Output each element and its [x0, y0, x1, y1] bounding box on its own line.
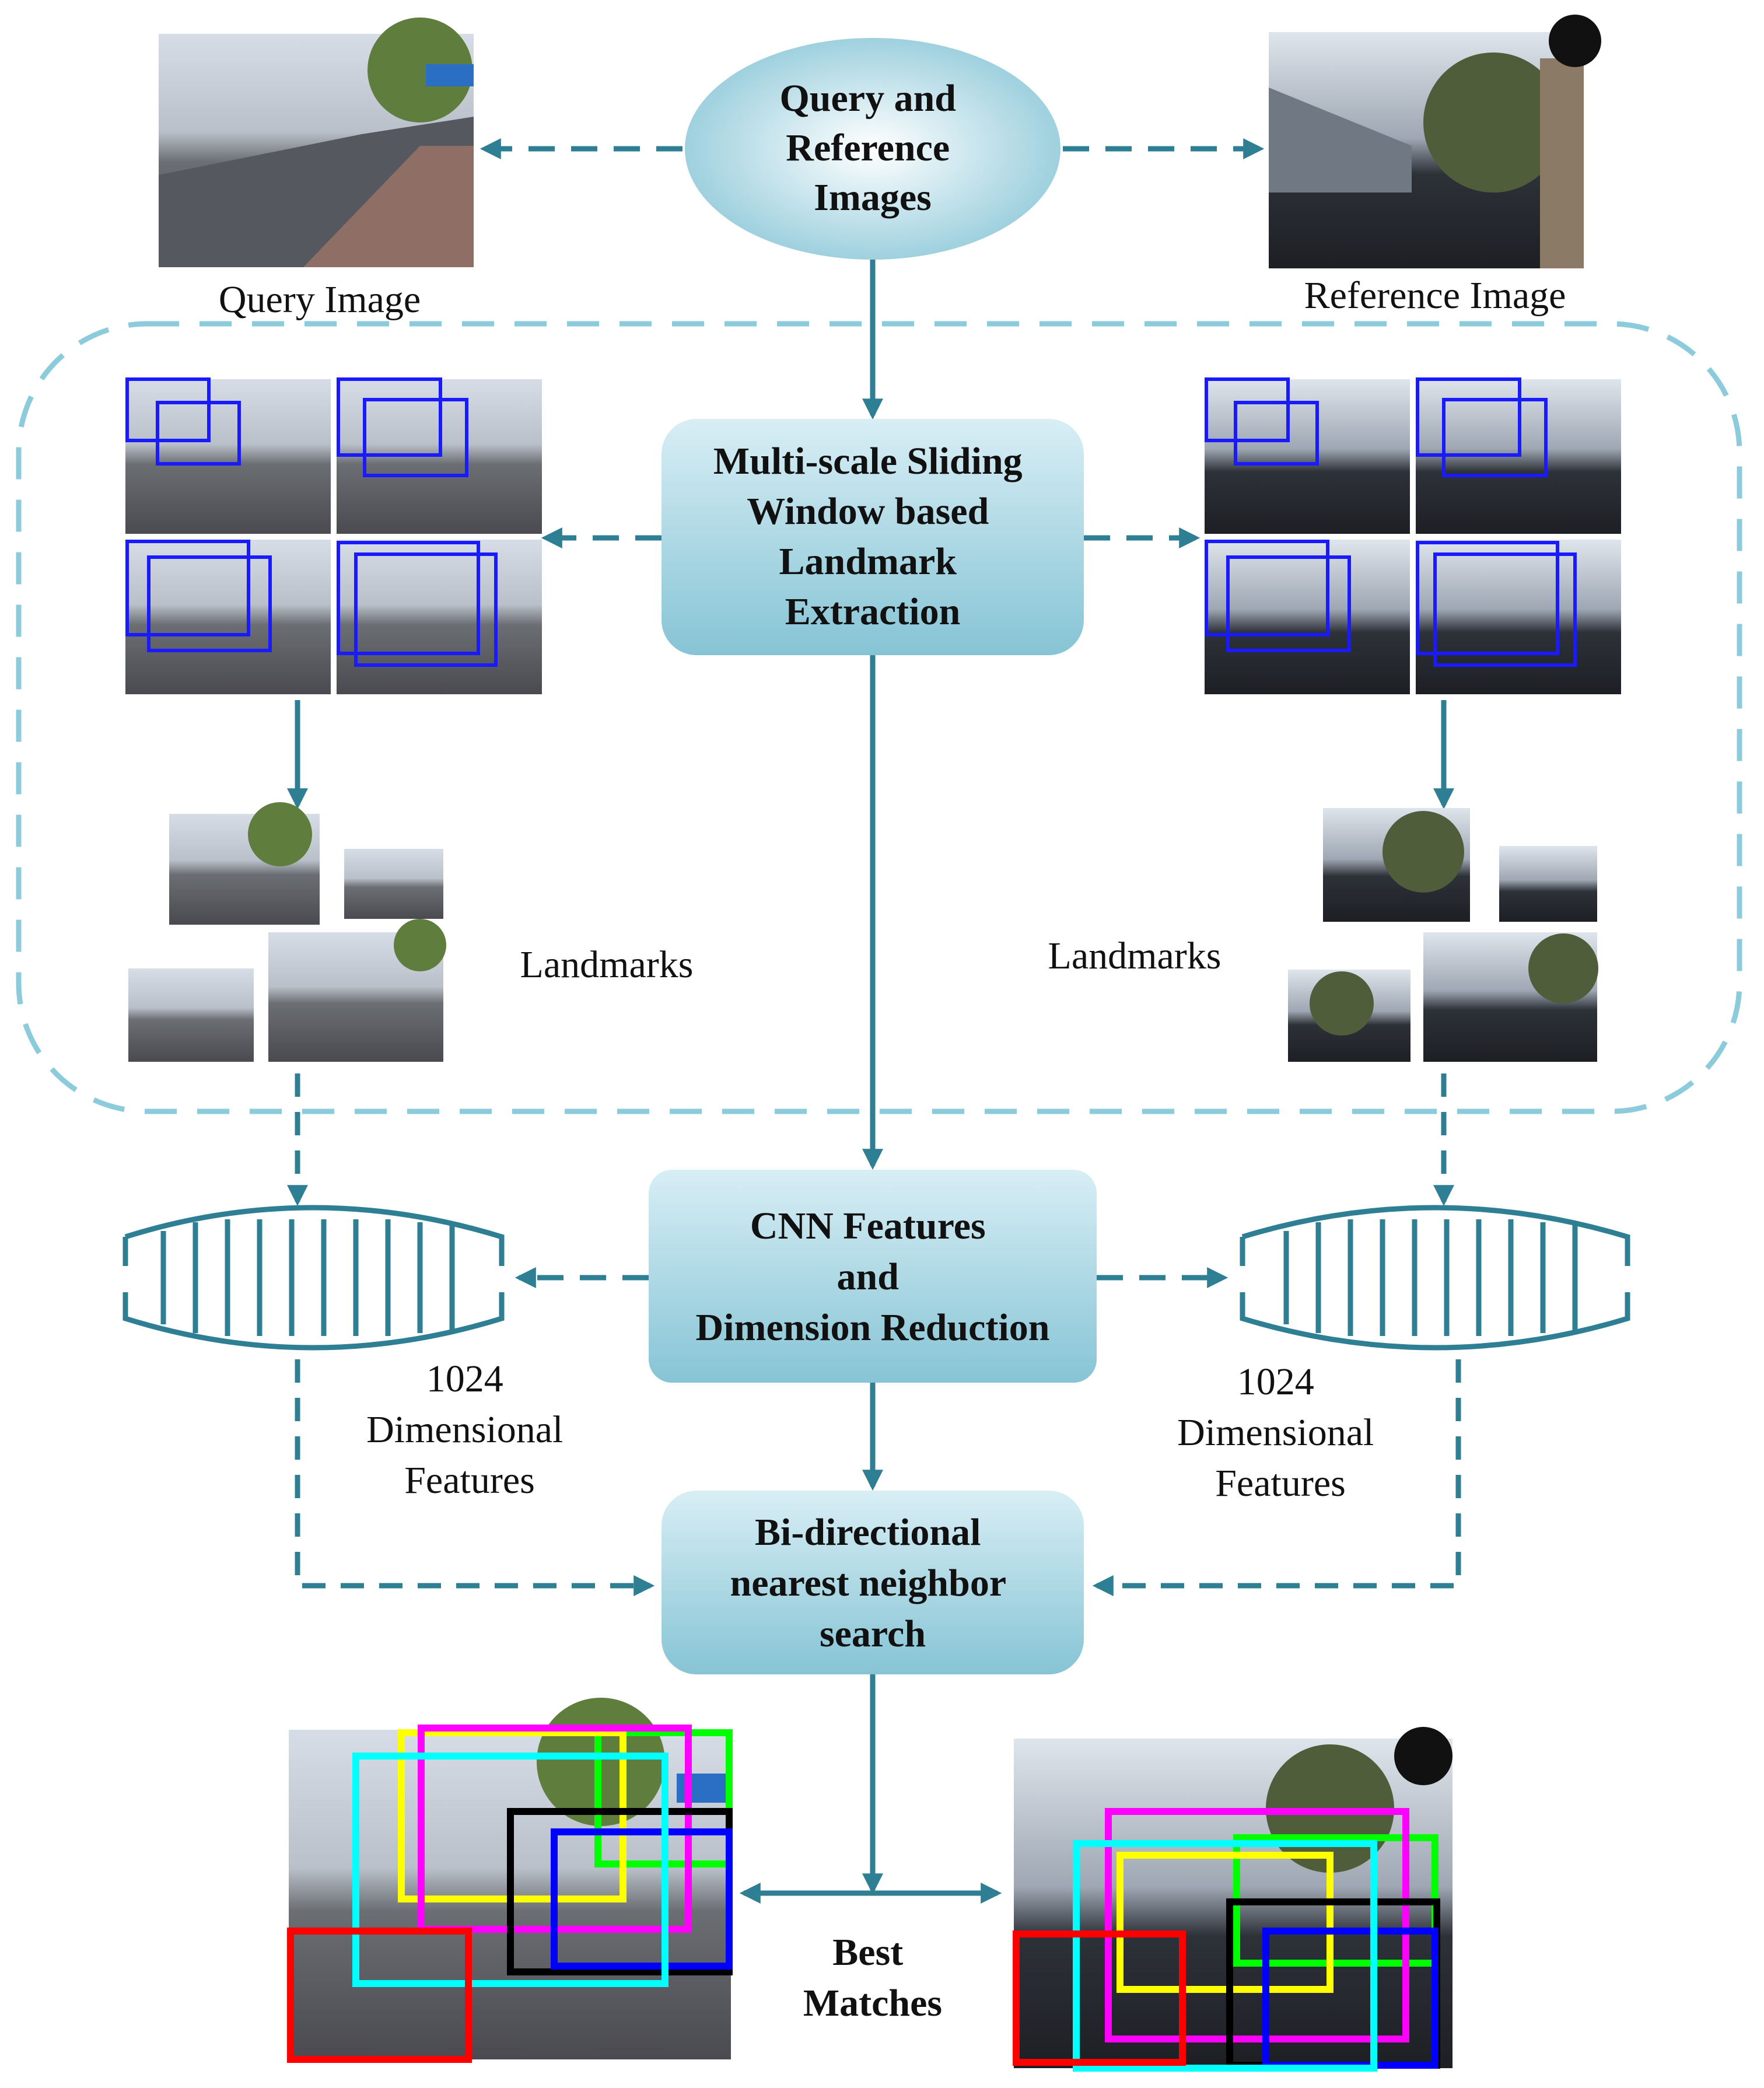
query-landmarks-label: Landmarks: [520, 943, 694, 986]
reference-landmarks-label: Landmarks: [1048, 935, 1222, 977]
svg-text:Bi-directional nearest nei: Bi-directional nearest neighbor search: [730, 1511, 1016, 1655]
sliding-window-line-2: Window based: [747, 490, 989, 533]
best-matches-line-1: Best: [832, 1931, 903, 1974]
cnn-features-line-3: Dimension Reduction: [696, 1306, 1050, 1349]
reference-features-line-3: Features: [1215, 1462, 1346, 1505]
nn-search-line-2: nearest neighbor: [730, 1562, 1006, 1604]
query-match-image: [287, 1698, 733, 2063]
svg-text:1024 Dimensional Featu: 1024 Dimensional Features: [1177, 1360, 1384, 1505]
reference-window-grid: [1205, 377, 1621, 694]
nn-search-node: [662, 1491, 1084, 1674]
query-reference-line-2: Reference: [786, 127, 950, 169]
query-image-label: Query Image: [219, 278, 421, 321]
query-features-line-3: Features: [404, 1459, 535, 1502]
sliding-window-node: [662, 419, 1084, 655]
cnn-features-line-2: and: [837, 1255, 899, 1298]
reference-landmarks: [1288, 808, 1598, 1062]
sliding-window-line-1: Multi-scale Sliding: [713, 440, 1023, 482]
reference-feature-vector: [1240, 1205, 1630, 1351]
query-features-line-1: 1024: [426, 1358, 503, 1400]
query-feature-vector: [123, 1205, 505, 1351]
reference-match-image: [1013, 1727, 1452, 2072]
query-image: [159, 18, 474, 267]
query-window-grid: [125, 377, 542, 694]
sliding-window-line-3: Landmark: [779, 540, 957, 583]
arrow-reference-features-to-search: [1092, 1359, 1461, 1596]
svg-text:1024 Dimensional Featu: 1024 Dimensional Features: [366, 1358, 573, 1502]
reference-image: [1269, 15, 1601, 268]
query-reference-line-3: Images: [814, 176, 932, 219]
cnn-features-line-1: CNN Features: [750, 1205, 986, 1247]
sliding-window-line-4: Extraction: [785, 590, 961, 633]
query-reference-line-1: Query and: [779, 77, 956, 120]
cnn-features-node: [649, 1170, 1097, 1383]
svg-text:Query and Reference Im: Query and Reference Images: [779, 77, 965, 219]
query-reference-node: [685, 38, 1060, 260]
svg-text:CNN Features and Dimen: CNN Features and Dimension Reduction: [696, 1205, 1050, 1349]
query-landmarks: [128, 802, 446, 1062]
svg-text:Best Matches: Best Matches: [803, 1931, 942, 2024]
landmark-region-border: [16, 321, 1742, 1114]
reference-features-line-2: Dimensional: [1177, 1411, 1374, 1454]
reference-features-line-1: 1024: [1237, 1360, 1314, 1403]
reference-image-label: Reference Image: [1304, 274, 1566, 317]
svg-text:Multi-scale Sliding Window: Multi-scale Sliding Window based Landmar…: [713, 440, 1032, 633]
best-matches-line-2: Matches: [803, 1982, 942, 2024]
nn-search-line-3: search: [820, 1613, 926, 1655]
query-features-line-2: Dimensional: [366, 1408, 563, 1451]
nn-search-line-1: Bi-directional: [755, 1511, 981, 1554]
